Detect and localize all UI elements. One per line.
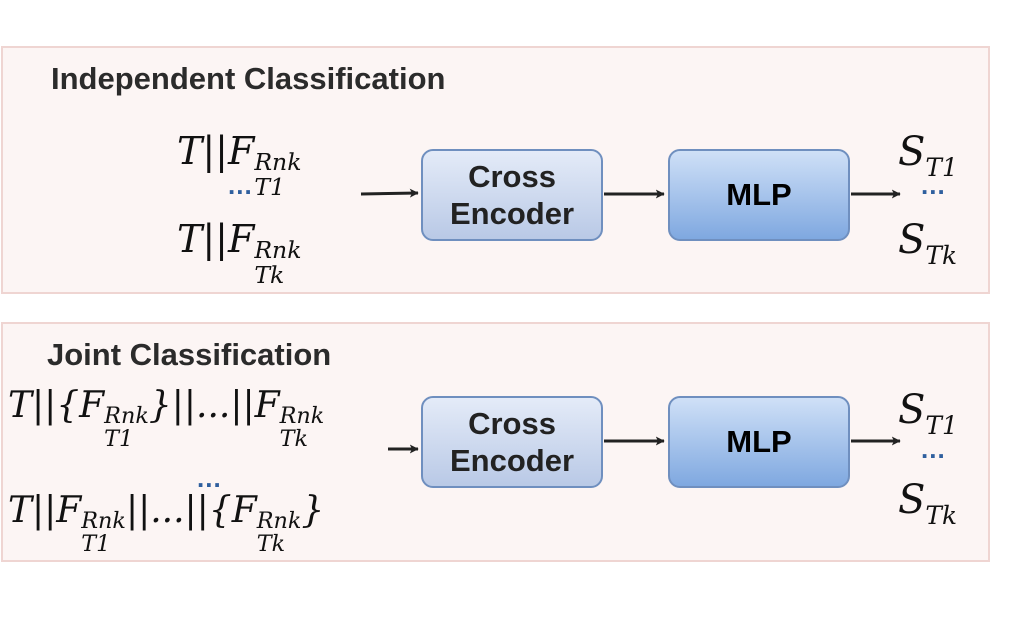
joint-mlp-box: MLP <box>668 396 850 488</box>
joint-output-last: STk <box>898 477 957 531</box>
joint-cross-encoder-box: Cross Encoder <box>421 396 603 488</box>
joint-output-ellipsis: ... <box>921 434 946 464</box>
joint-output-first: ST1 <box>898 387 958 441</box>
independent-panel-title: Independent Classification <box>51 61 446 96</box>
joint-panel-title: Joint Classification <box>47 337 332 372</box>
joint-input-ellipsis: ... <box>197 463 222 493</box>
independent-output-last: STk <box>898 217 957 271</box>
independent-input-ellipsis: ... <box>228 170 253 200</box>
independent-output-ellipsis: ... <box>921 170 946 200</box>
independent-mlp-box: MLP <box>668 149 850 241</box>
independent-output-first: ST1 <box>898 129 958 183</box>
independent-cross-encoder-box: Cross Encoder <box>421 149 603 241</box>
arrow-independent-input-to-encoder <box>360 188 419 198</box>
